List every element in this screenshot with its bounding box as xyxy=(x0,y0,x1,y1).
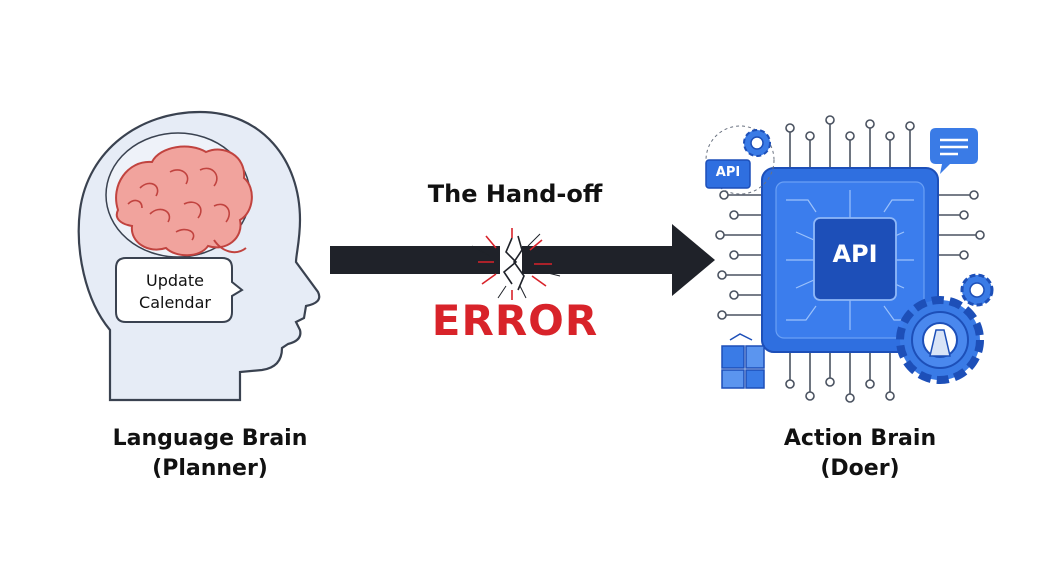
arrow-icon xyxy=(330,224,715,296)
handoff-label: The Hand-off xyxy=(427,180,603,208)
planner-title-line1: Language Brain xyxy=(112,426,308,451)
gear-icon xyxy=(960,273,994,307)
brain-icon xyxy=(115,145,253,257)
chat-icon xyxy=(930,128,978,174)
bubble-line: Update xyxy=(146,271,204,290)
api-badge-label: API xyxy=(715,165,741,180)
speech-bubble-icon xyxy=(115,257,244,323)
bubble-line: Calendar xyxy=(139,293,211,312)
network-cube-icon xyxy=(721,333,765,389)
gear-icon xyxy=(896,296,984,384)
error-label: ERROR xyxy=(431,296,599,345)
doer-title-line2: (Doer) xyxy=(820,456,900,481)
cpu-chip-label: API xyxy=(832,240,878,268)
cpu-chip-icon xyxy=(715,115,985,403)
doer-title: Action Brain (Doer) xyxy=(710,424,1010,484)
crack-icon xyxy=(465,228,561,300)
speech-bubble-text: Update Calendar xyxy=(120,270,230,314)
planner-title-line2: (Planner) xyxy=(152,456,268,481)
api-badge-icon xyxy=(705,125,775,195)
planner-title: Language Brain (Planner) xyxy=(60,424,360,484)
gear-icon xyxy=(743,129,771,157)
doer-title-line1: Action Brain xyxy=(783,426,937,451)
